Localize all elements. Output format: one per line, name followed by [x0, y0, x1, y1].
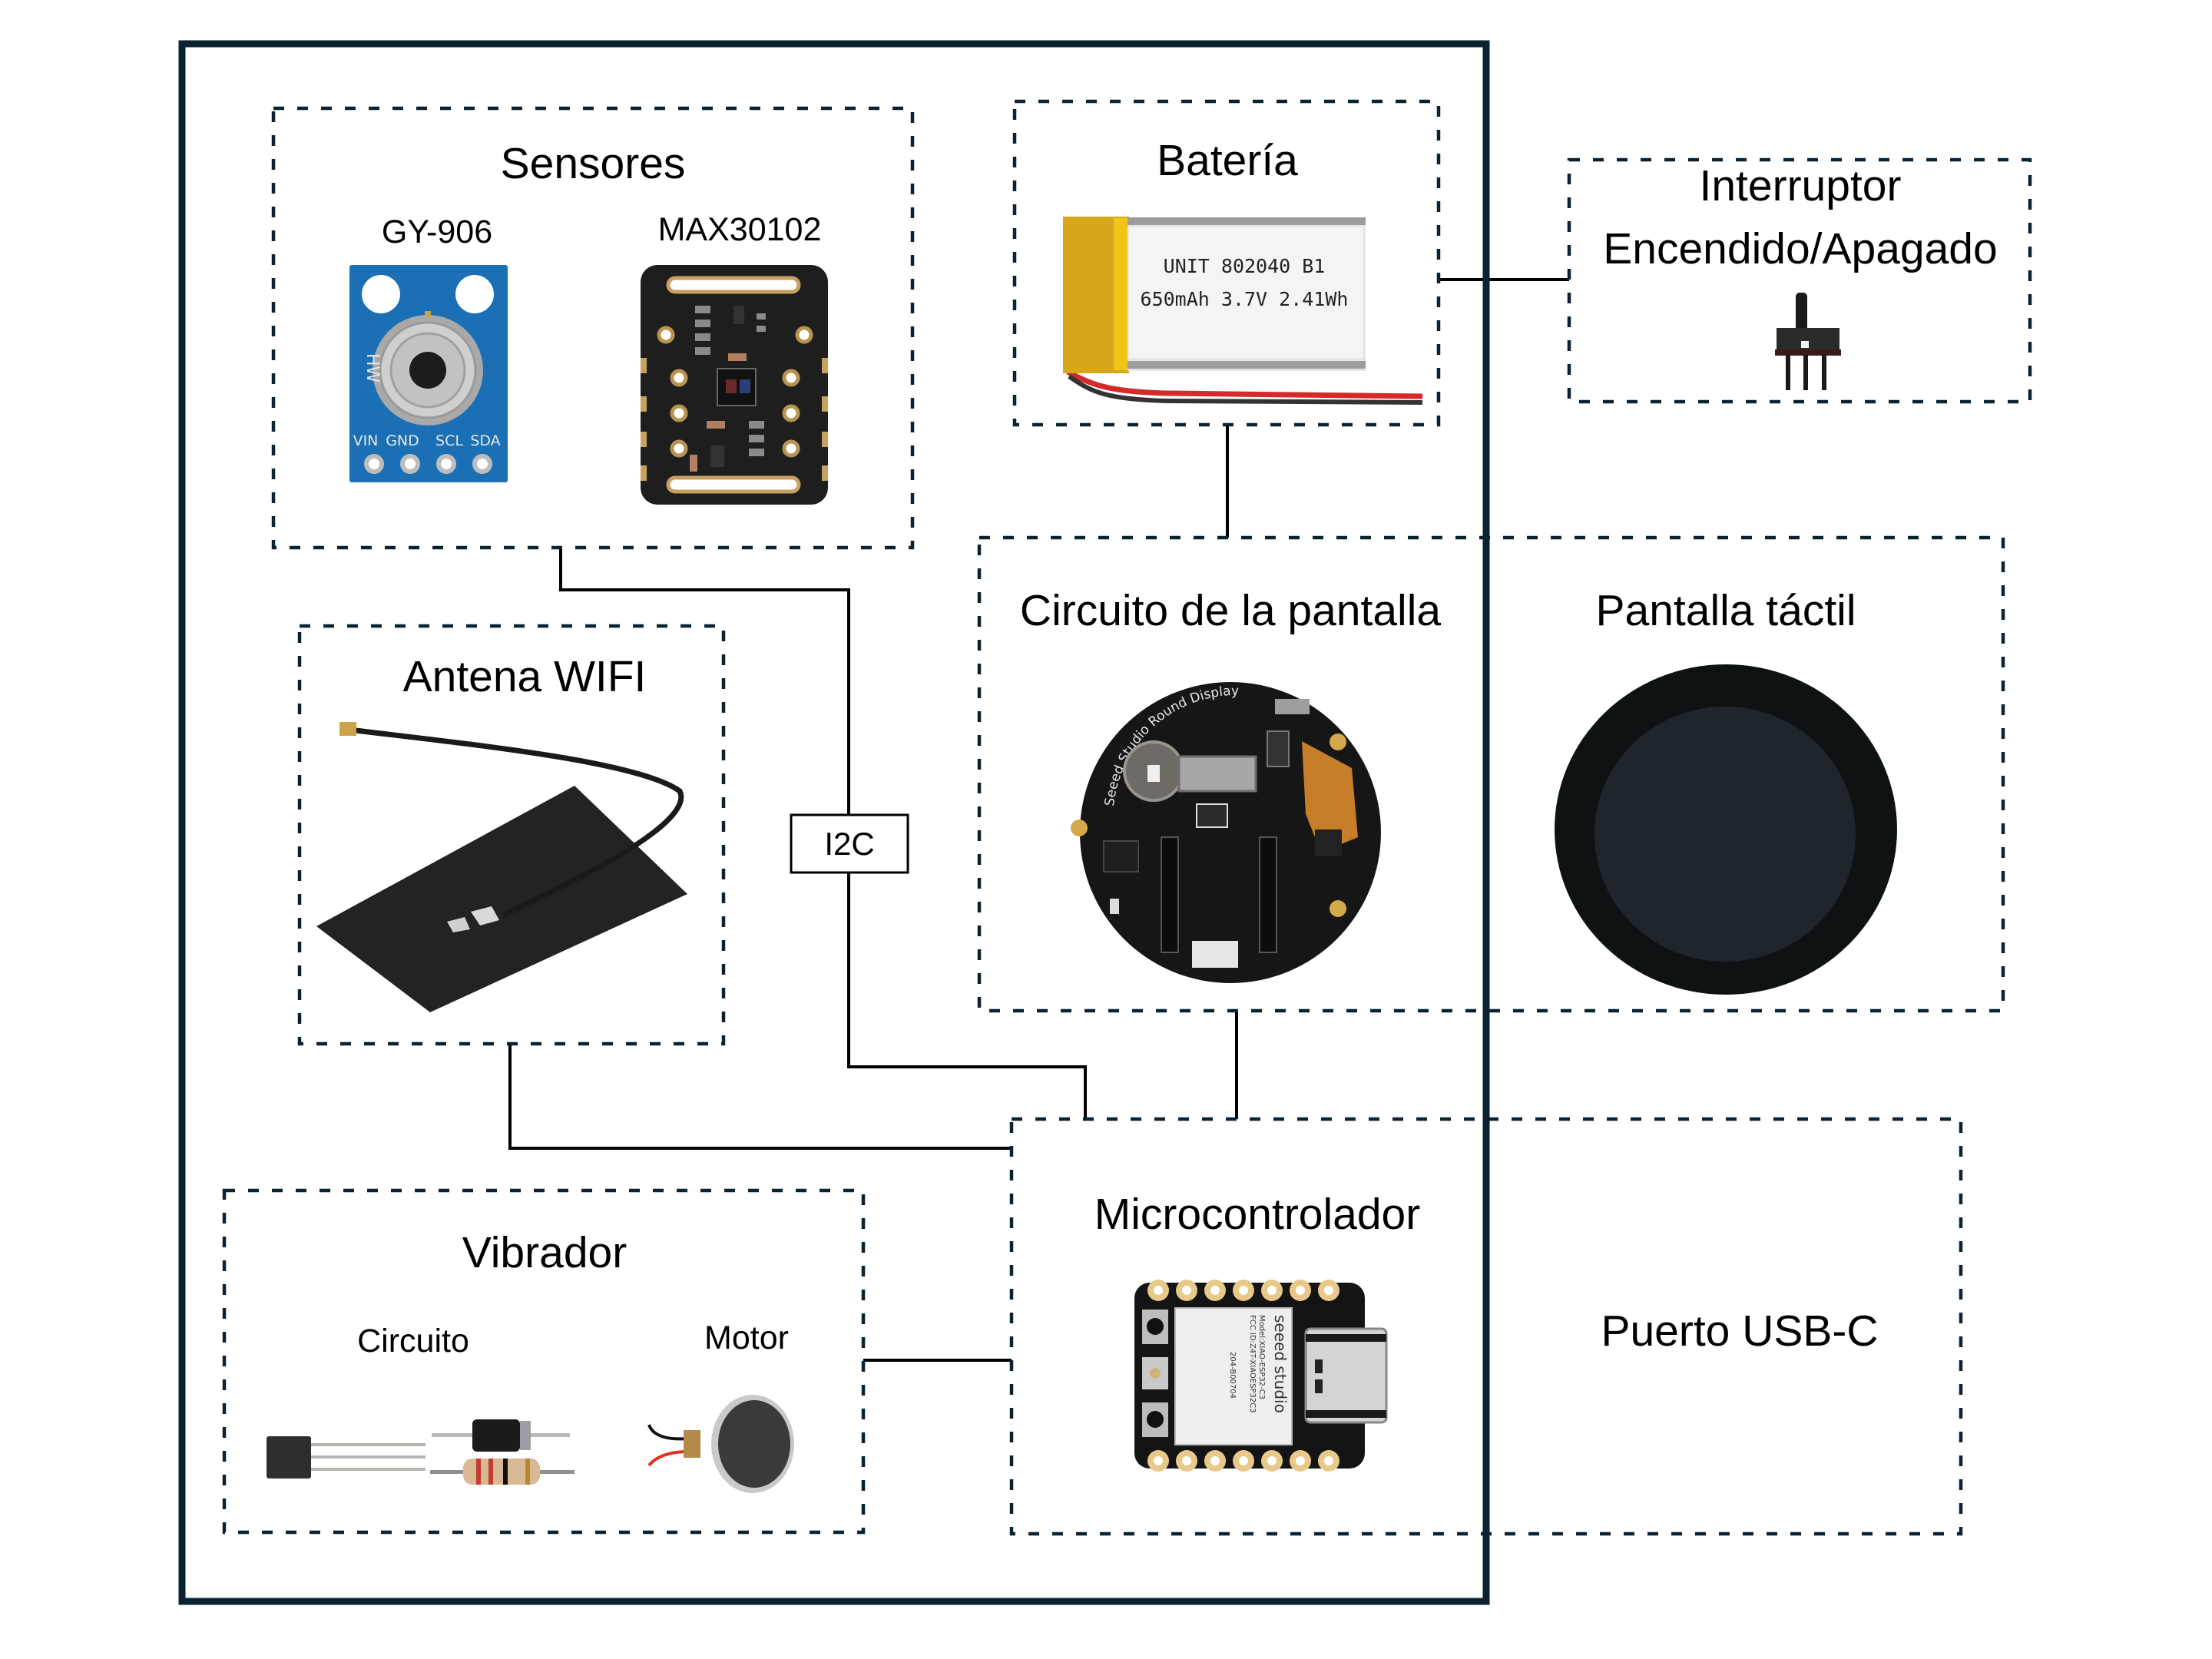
block-sensores: Sensores GY-906 MAX30102 HW VIN GND SCL …	[271, 106, 915, 550]
pantalla-border	[977, 535, 2005, 1013]
block-bateria: Batería UNIT 802040 B1 650mAh 3.7V 2.41W…	[1012, 99, 1441, 427]
gy906-pin-scl: SCL	[435, 432, 463, 449]
pantalla-tactil-title: Pantalla táctil	[1595, 586, 1856, 635]
bateria-border	[1012, 99, 1441, 427]
xiao-shield-fcc: FCC ID:Z4T-XIAOESP32C3	[1248, 1315, 1257, 1413]
microcontrolador-title: Microcontrolador	[1094, 1190, 1421, 1239]
vibrador-circuito-label: Circuito	[357, 1323, 469, 1359]
gy906-pin-gnd: GND	[386, 432, 419, 449]
i2c-label-box: I2C	[790, 813, 909, 874]
connector-antena-microcontrolador	[508, 1044, 1012, 1150]
xiao-shield-model: Model:XIAO-ESP32-C3	[1257, 1315, 1266, 1399]
block-microcontrolador: Microcontrolador Puerto USB-C seeed stud…	[1009, 1117, 1963, 1536]
diode-image	[432, 1419, 570, 1452]
interruptor-title-line1: Interruptor	[1700, 161, 1902, 210]
gy906-pin-sda: SDA	[470, 432, 500, 449]
resistor-image	[430, 1459, 575, 1485]
switch-icon	[1775, 293, 1841, 390]
vibration-motor-image	[647, 1395, 794, 1493]
antena-title: Antena WIFI	[403, 652, 647, 701]
bateria-title: Batería	[1157, 136, 1298, 185]
device-enclosure-frame	[178, 40, 1490, 1605]
gy906-label: GY-906	[382, 214, 492, 250]
vibrador-title: Vibrador	[462, 1228, 627, 1277]
xiao-shield-cert: 204-B00704	[1228, 1352, 1237, 1399]
touch-screen-image	[1555, 664, 1897, 995]
battery-label-line2: 650mAh 3.7V 2.41Wh	[1141, 288, 1349, 310]
block-pantalla: Circuito de la pantalla Pantalla táctil …	[0, 0, 2005, 1013]
sensores-border	[271, 106, 915, 550]
interruptor-title-line2: Encendido/Apagado	[1603, 224, 1997, 273]
vibrador-border	[222, 1188, 866, 1535]
gy906-board-mark: HW	[363, 353, 382, 383]
i2c-label: I2C	[824, 826, 874, 862]
circuito-pantalla-title: Circuito de la pantalla	[1020, 586, 1441, 635]
wifi-antenna-image	[316, 722, 687, 1012]
vibrador-motor-label: Motor	[704, 1320, 789, 1356]
max30102-label: MAX30102	[658, 211, 822, 248]
xiao-esp32c3-image: seeed studio Model:XIAO-ESP32-C3 FCC ID:…	[1134, 1280, 1388, 1472]
interruptor-border	[1567, 157, 2032, 404]
max30102-module-image	[641, 265, 828, 505]
xiao-shield-brand: seeed studio	[1271, 1315, 1290, 1413]
block-antena: Antena WIFI	[297, 624, 726, 1046]
sensores-title: Sensores	[501, 139, 686, 188]
block-interruptor: Interruptor Encendido/Apagado	[1567, 157, 2032, 404]
transistor-image	[267, 1436, 426, 1479]
gy906-pin-vin: VIN	[353, 432, 379, 449]
gy906-module-image: HW VIN GND SCL SDA	[349, 265, 508, 482]
battery-label-line1: UNIT 802040 B1	[1164, 255, 1326, 277]
block-vibrador: Vibrador Circuito Motor	[222, 1188, 866, 1535]
puerto-usb-title: Puerto USB-C	[1601, 1306, 1878, 1356]
battery-image: UNIT 802040 B1 650mAh 3.7V 2.41Wh	[1063, 217, 1423, 405]
antena-border	[297, 624, 726, 1046]
